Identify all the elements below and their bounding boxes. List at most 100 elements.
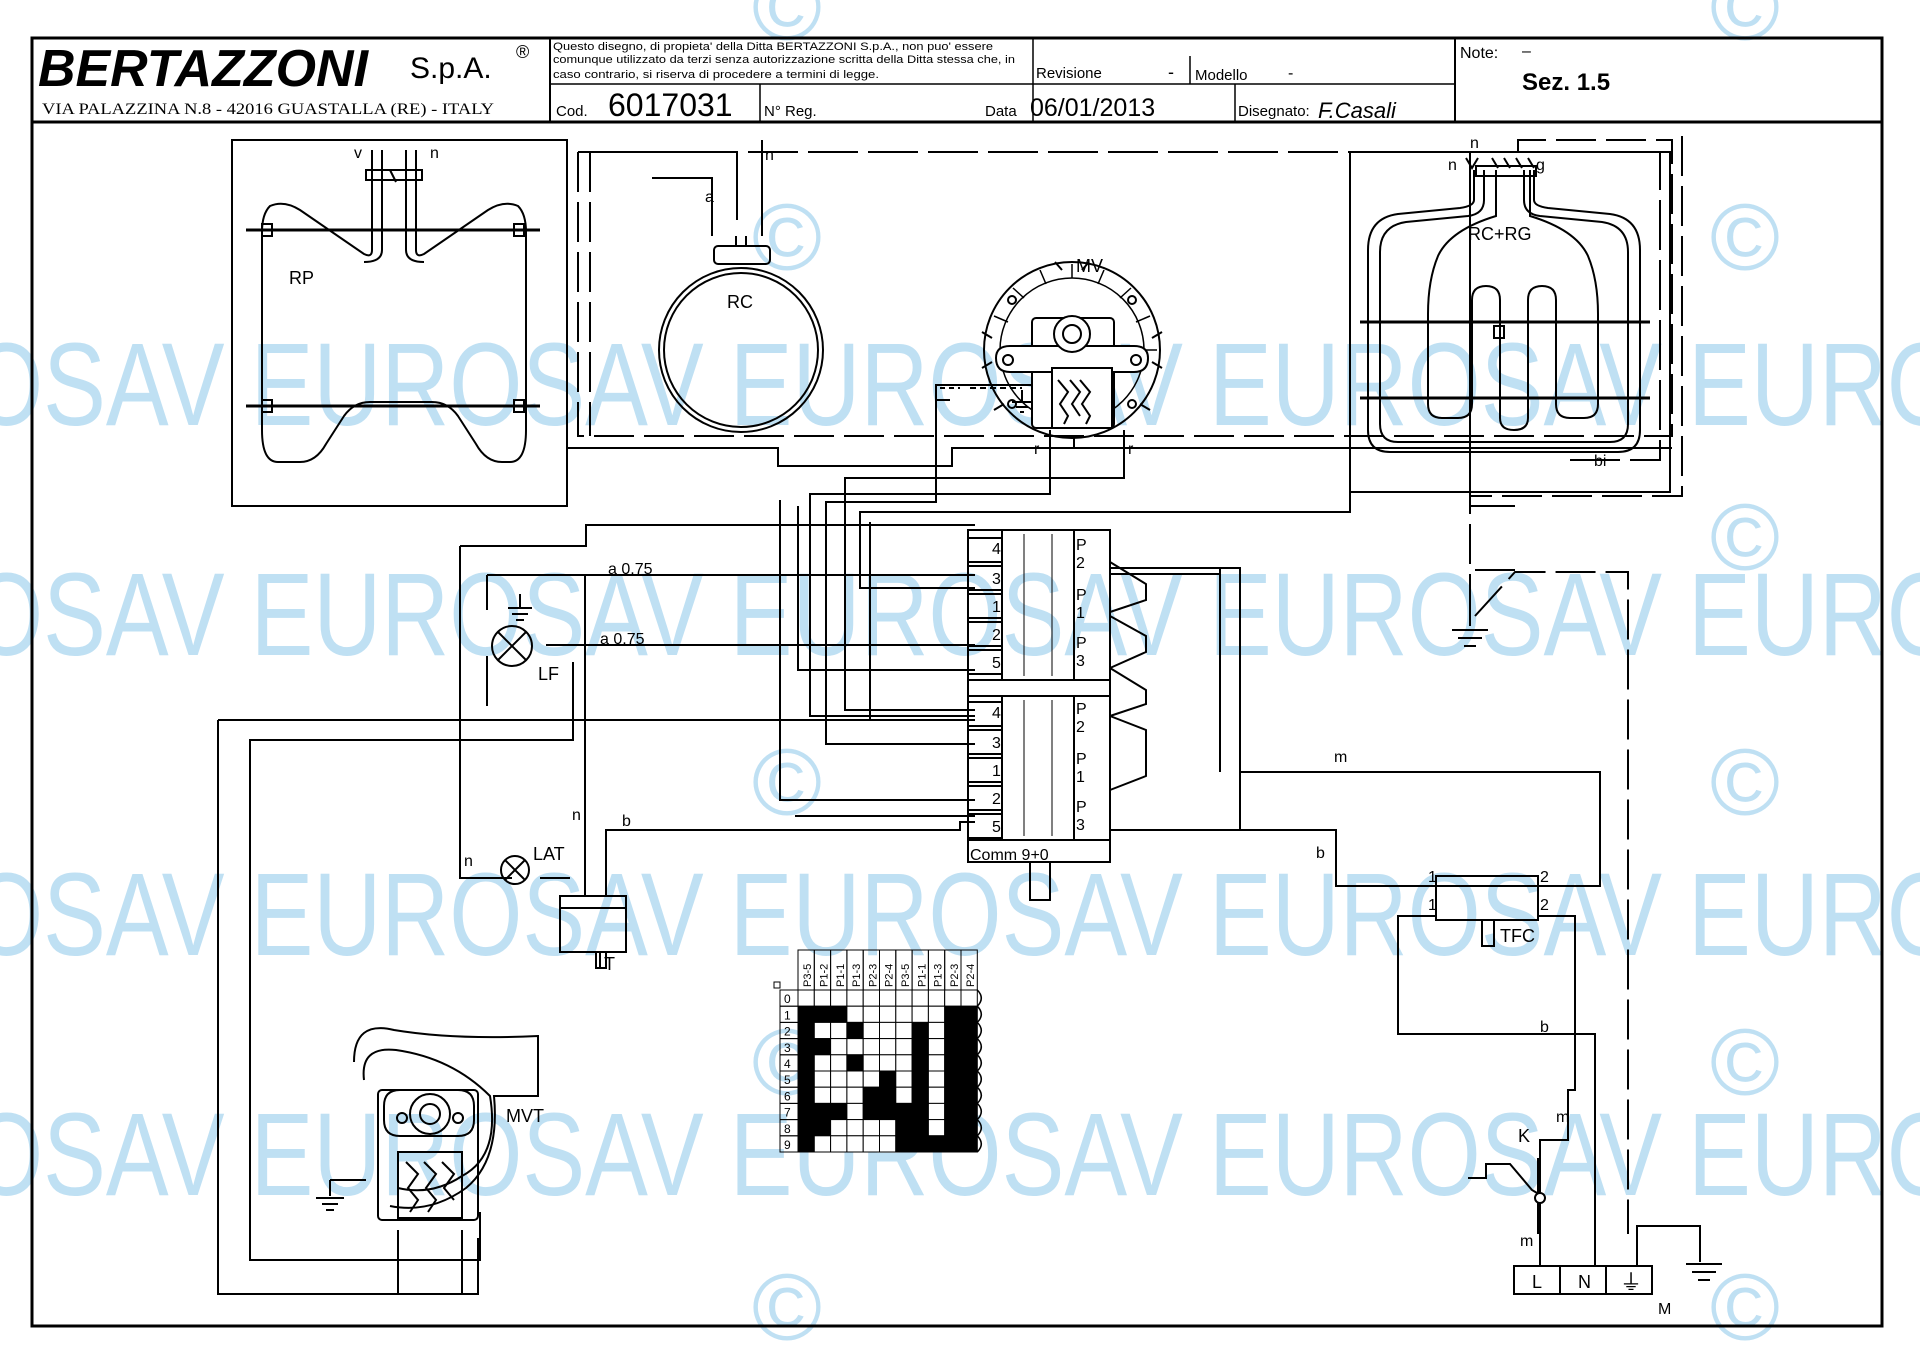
wire	[1538, 915, 1576, 1234]
table-cell-open	[862, 1021, 881, 1040]
table-cell-open	[927, 1070, 946, 1088]
table-cell-open	[846, 1119, 864, 1137]
table-cell-closed	[797, 1070, 815, 1088]
switch-left-tabs	[967, 537, 1003, 839]
nreg-label: N° Reg.	[764, 103, 817, 120]
wire	[1469, 136, 1683, 600]
table-cell-open	[830, 1021, 848, 1040]
table-cell-open	[960, 989, 978, 1007]
wire-label-bi: bi	[1594, 453, 1606, 470]
table-cell-open	[862, 1038, 881, 1056]
table-cell-closed	[927, 1135, 946, 1153]
table-cell-open	[813, 1135, 832, 1153]
table-detent-mark	[976, 1038, 983, 1056]
wire-label-n: n	[430, 145, 439, 162]
terminal-l: L	[1532, 1272, 1542, 1292]
table-cell-closed	[813, 1005, 832, 1023]
terminal-label: 5	[992, 655, 1001, 672]
wire	[748, 151, 1661, 461]
wire-label-b: b	[1540, 1019, 1549, 1036]
wire-label-n: n	[572, 807, 581, 824]
wire-label-n: n	[464, 853, 473, 870]
terminal-label: 4	[992, 541, 1001, 558]
table-cell-open	[830, 1038, 848, 1056]
table-cell-open	[846, 1005, 864, 1023]
table-cell-closed	[960, 1054, 978, 1072]
note-value: –	[1522, 43, 1531, 60]
table-cell-closed	[944, 1005, 962, 1023]
wire	[577, 139, 1673, 437]
table-cell-closed	[911, 1038, 929, 1056]
table-column-label: P3-5	[900, 964, 912, 987]
table-cell-closed	[797, 1054, 815, 1072]
drawing-frame	[30, 36, 1884, 1328]
tfc-pin: 2	[1540, 869, 1549, 886]
table-cell-open	[830, 1119, 848, 1137]
terminal-label: 4	[992, 705, 1001, 722]
table-cell-closed	[862, 1102, 881, 1121]
watermark-copyright-marks: © © © © © © © © © © ©	[752, 0, 1780, 1357]
table-cell-open	[797, 989, 815, 1007]
wire-label-n: n	[765, 147, 774, 164]
table-cell-closed	[879, 1102, 897, 1121]
table-row-label: 1	[784, 1008, 791, 1022]
table-cell-open	[862, 1005, 881, 1023]
terminal-p-label: P	[1076, 537, 1087, 554]
table-cell-open	[813, 1021, 832, 1040]
table-cell-open	[862, 1054, 881, 1072]
rp-label: RP	[289, 268, 314, 288]
commutator-switch	[967, 529, 1221, 901]
table-cell-closed	[830, 1005, 848, 1023]
table-column-label: P1-1	[835, 964, 847, 987]
section-number: Sez. 1.5	[1522, 69, 1610, 96]
wire-label-a075: a 0.75	[600, 631, 645, 648]
registered-mark: ®	[516, 42, 529, 62]
lat-indicator-lamp	[500, 855, 530, 885]
table-cell-closed	[911, 1054, 929, 1072]
table-cell-closed	[797, 1135, 815, 1153]
commutator-label: Comm 9+0	[970, 847, 1049, 864]
tfc-label: TFC	[1500, 926, 1535, 946]
modello-value: -	[1288, 65, 1293, 82]
table-column-label: P1-3	[851, 964, 863, 987]
table-cell-open	[813, 1070, 832, 1088]
table-cell-open	[830, 1086, 848, 1104]
wire-label-b: b	[622, 813, 631, 830]
wire	[1474, 571, 1629, 1234]
copyright-mark: ©	[1710, 185, 1780, 291]
rcrg-heating-element	[1349, 151, 1671, 493]
table-cell-closed	[862, 1086, 881, 1104]
wire-label-g: g	[1536, 157, 1545, 174]
table-cell-open	[813, 1086, 832, 1104]
k-switch	[1468, 1163, 1543, 1197]
data-label: Data	[985, 103, 1017, 120]
wire	[1397, 915, 1596, 1234]
table-column-label: P2-4	[965, 964, 977, 987]
table-cell-closed	[944, 1054, 962, 1072]
table-detent-mark	[976, 1135, 983, 1153]
table-column-label: P3-5	[802, 964, 814, 987]
mvt-label: MVT	[506, 1106, 544, 1126]
table-cell-closed	[960, 1021, 978, 1040]
table-cell-open	[862, 989, 881, 1007]
company-logo: BERTAZZONI	[38, 40, 370, 98]
tfc-pin: 1	[1428, 897, 1437, 914]
table-cell-closed	[830, 1102, 848, 1121]
rp-heating-element	[246, 150, 540, 463]
wire-label-m: m	[1520, 1233, 1533, 1250]
table-cell-closed	[797, 1102, 815, 1121]
table-row-label: 8	[784, 1122, 791, 1136]
table-row-label: 9	[784, 1138, 791, 1152]
terminal-p-label: 2	[1076, 555, 1085, 572]
wire	[605, 821, 975, 896]
terminal-p-label: 3	[1076, 817, 1085, 834]
table-cell-closed	[846, 1021, 864, 1040]
watermark-row-2: OSAV EUROSAV EUROSAV EUROSAV EURO	[0, 549, 1920, 681]
copyright-mark: ©	[1710, 1255, 1780, 1357]
modello-label: Modello	[1195, 67, 1248, 84]
terminal-label: 3	[992, 571, 1001, 588]
wire	[859, 492, 1351, 589]
